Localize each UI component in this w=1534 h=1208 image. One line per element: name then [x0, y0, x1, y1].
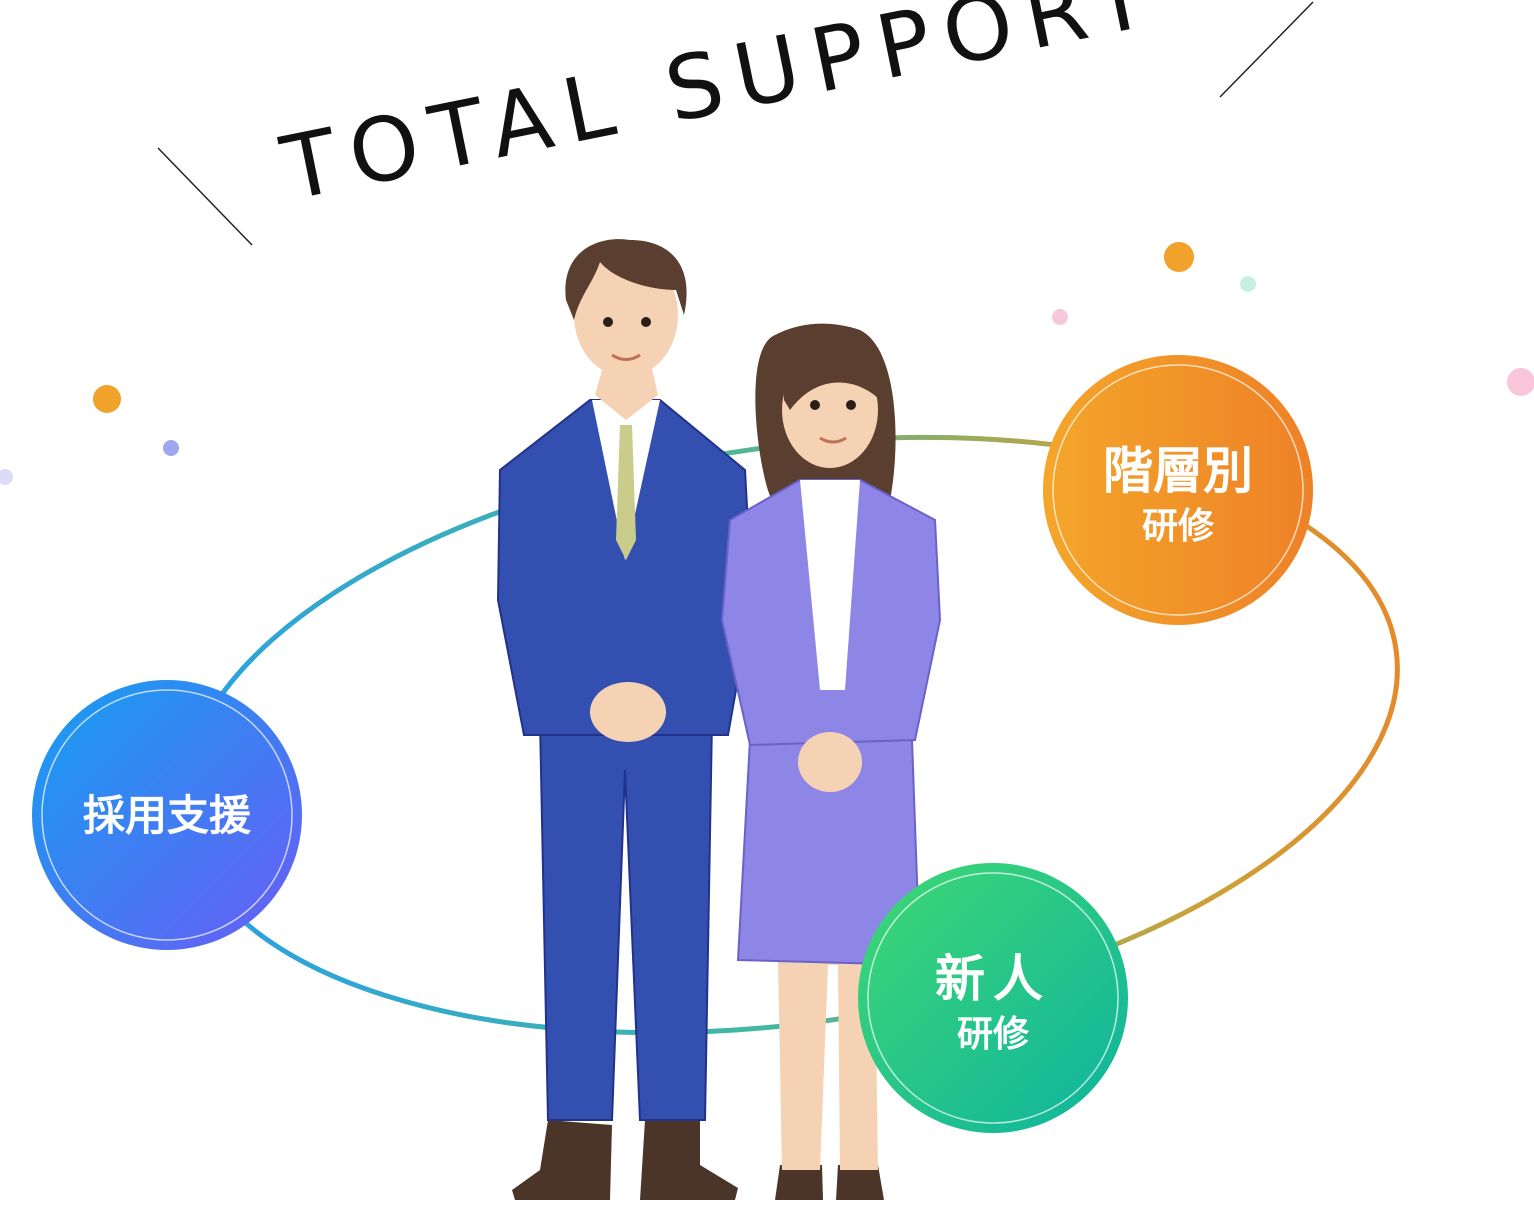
title: TOTAL SUPPORT [273, 0, 1170, 221]
node-sublabel: 研修 [1142, 506, 1215, 547]
title-slash-right [1219, 1, 1314, 98]
node-new-employee-training[interactable]: 新人 研修 [858, 863, 1128, 1133]
man-illustration [496, 239, 754, 1200]
node-label: 新人 [935, 950, 1051, 1008]
node-recruitment-support[interactable]: 採用支援 [32, 680, 302, 950]
title-slash-left [157, 147, 253, 246]
decorative-dots [0, 242, 1534, 485]
woman-illustration [720, 323, 942, 1200]
node-sublabel: 研修 [957, 1014, 1030, 1055]
node-tiered-training[interactable]: 階層別 研修 [1043, 355, 1313, 625]
node-label: 階層別 [1103, 442, 1253, 500]
node-label: 採用支援 [83, 791, 252, 840]
